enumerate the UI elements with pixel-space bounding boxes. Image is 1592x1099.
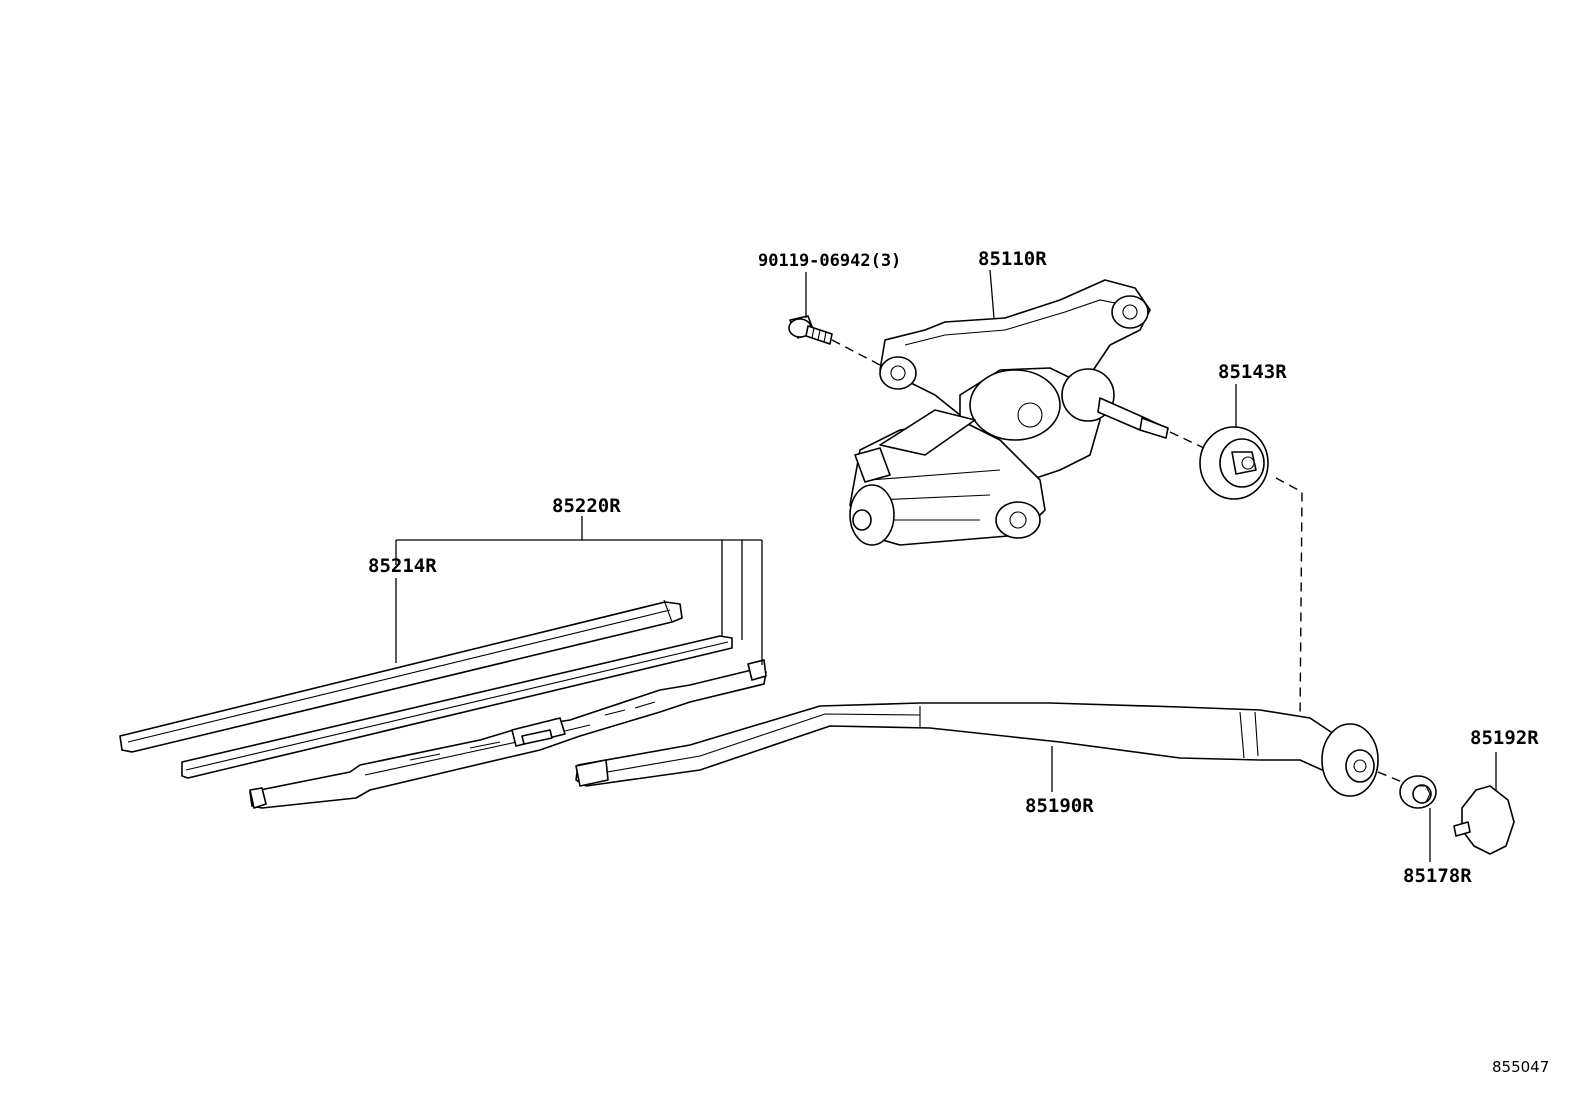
blade-insert (119, 599, 683, 753)
blade-frame (249, 659, 767, 809)
bolt-alignment-line (831, 339, 881, 366)
label-cap: 85143R (1218, 361, 1287, 383)
shaft-cap (1199, 426, 1269, 500)
blade-rubber (181, 635, 733, 779)
leader-blade-assy (395, 516, 763, 665)
leader-motor (989, 269, 995, 319)
arm-nut (1399, 775, 1437, 809)
label-bolt: 90119-06942(3) (758, 251, 901, 271)
label-blade-insert: 85214R (368, 555, 437, 577)
reference-number: 855047 (1492, 1058, 1549, 1076)
label-arm-nut: 85178R (1403, 865, 1472, 887)
label-motor: 85110R (978, 248, 1047, 270)
label-arm-cover: 85192R (1470, 727, 1539, 749)
wiper-arm (575, 702, 1379, 797)
shaft-to-cap-line (1169, 431, 1205, 449)
wiper-motor-assembly (849, 279, 1169, 546)
bolt (788, 315, 833, 345)
label-blade-assy: 85220R (552, 495, 621, 517)
label-arm: 85190R (1025, 795, 1094, 817)
cap-to-arm-line (1275, 477, 1303, 721)
arm-cover (1453, 785, 1515, 855)
